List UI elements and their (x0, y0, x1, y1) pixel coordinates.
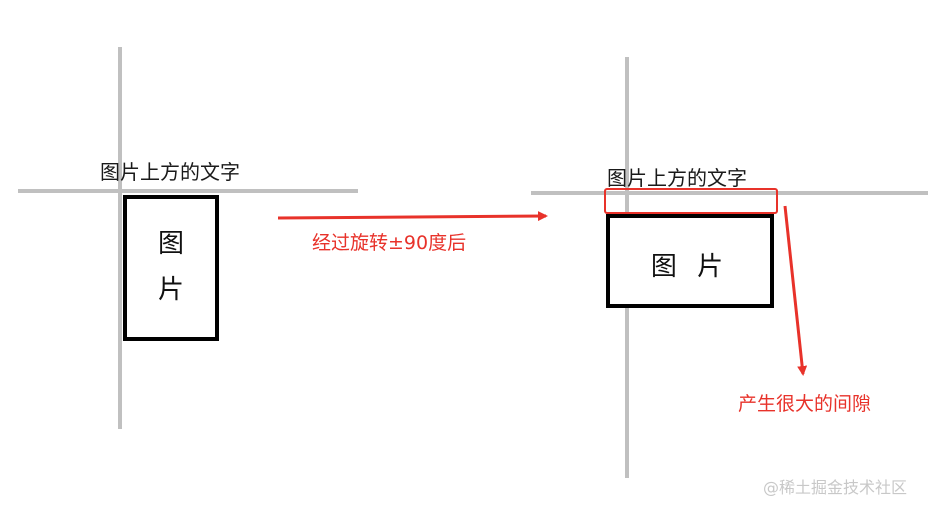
gap-highlight (604, 188, 778, 214)
rotate-caption: 经过旋转±90度后 (312, 232, 467, 254)
watermark: @稀土掘金技术社区 (763, 478, 908, 497)
left-image-box: 图 片 (123, 195, 219, 341)
right-text-above: 图片上方的文字 (607, 166, 747, 190)
left-image-label-bottom: 片 (157, 275, 184, 305)
gap-caption: 产生很大的间隙 (738, 393, 872, 415)
rotate-arrow (277, 211, 548, 222)
gap-arrow (783, 205, 808, 376)
left-text-above: 图片上方的文字 (100, 160, 240, 184)
right-image-label: 图 片 (650, 252, 730, 282)
left-image-label-top: 图 (157, 229, 184, 259)
right-image-box: 图 片 (606, 214, 774, 308)
